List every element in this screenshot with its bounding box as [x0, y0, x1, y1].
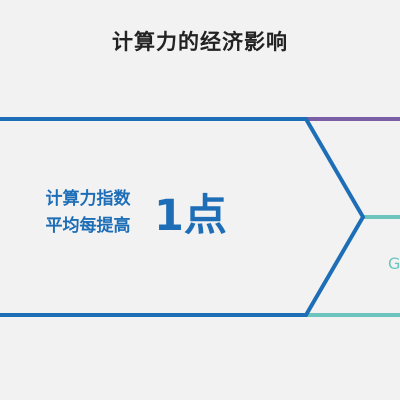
- right-panel-partial-text: G: [388, 254, 400, 273]
- index-label-line1: 计算力指数: [45, 189, 131, 209]
- main-arrow-shape: [0, 117, 366, 317]
- index-label: 计算力指数 平均每提高: [28, 186, 148, 240]
- diagram-title: 计算力的经济影响: [112, 30, 288, 54]
- index-increase-value: 1点: [154, 191, 227, 241]
- index-label-line2: 平均每提高: [45, 216, 131, 236]
